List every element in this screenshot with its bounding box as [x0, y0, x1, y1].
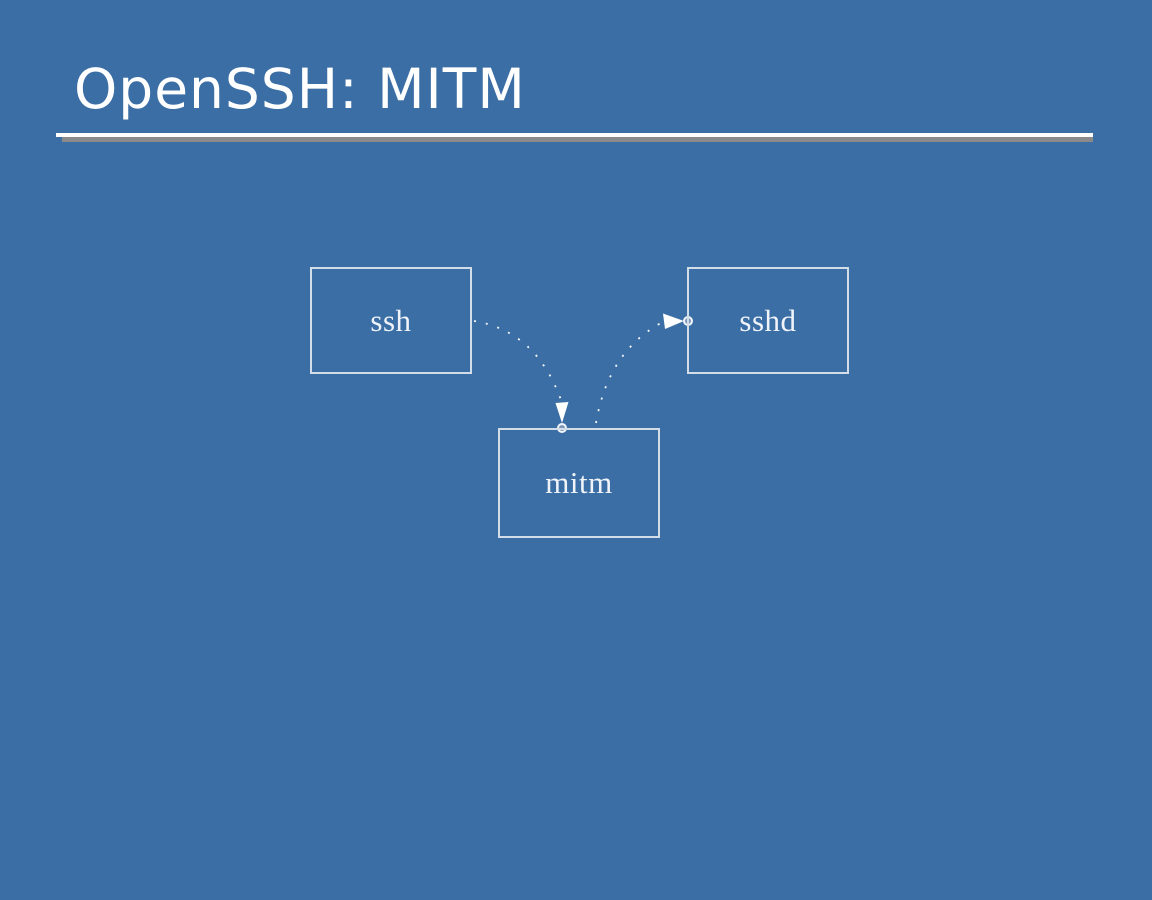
- title-underline-shadow: [62, 137, 1093, 142]
- page-title: OpenSSH: MITM: [74, 57, 526, 121]
- node-ssh-label: ssh: [370, 302, 412, 338]
- title-underline: [56, 133, 1093, 137]
- node-mitm-label: mitm: [545, 465, 613, 500]
- diagram-node-sshd: sshd: [687, 267, 849, 374]
- diagram-node-mitm: mitm: [498, 428, 660, 538]
- edge-mitm-sshd-path: [595, 322, 662, 424]
- edge-ssh-mitm-arrowhead-icon: [555, 402, 569, 423]
- diagram-node-ssh: ssh: [310, 267, 472, 374]
- edge-ssh-mitm-path: [473, 320, 562, 401]
- edge-mitm-sshd-arrowhead-icon: [663, 313, 684, 329]
- node-sshd-label: sshd: [739, 302, 797, 338]
